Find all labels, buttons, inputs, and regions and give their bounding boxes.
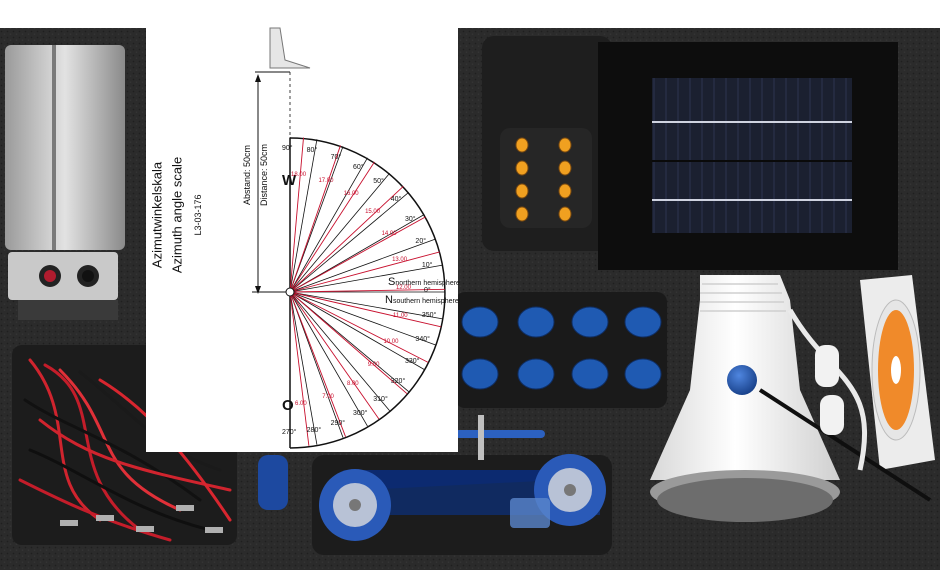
red-ray [289, 288, 445, 293]
black-ray [289, 291, 318, 445]
black-ray [289, 291, 344, 438]
black-tick-label: 350° [421, 311, 437, 319]
measuring-box [5, 45, 125, 320]
black-ray [289, 291, 436, 346]
blue-caps [461, 306, 662, 390]
black-tick-label: 90° [282, 145, 293, 152]
black-ray [289, 291, 425, 370]
black-ray [289, 291, 390, 411]
black-ray [289, 291, 443, 320]
black-ray [289, 157, 368, 293]
black-tick-label: 20° [415, 238, 427, 246]
red-tick-label: 10.00 [383, 339, 399, 346]
black-tick-label: 50° [373, 178, 384, 186]
red-ray [289, 291, 408, 395]
red-tick-label: 7.00 [322, 394, 334, 401]
red-ray [289, 216, 426, 293]
black-ray [289, 192, 409, 293]
black-tick-label: 60° [353, 164, 364, 172]
red-ray [289, 291, 310, 446]
red-ray [289, 161, 375, 293]
red-tick-label: 16.00 [343, 190, 359, 197]
black-ray [289, 264, 443, 293]
red-tick-label: 18.00 [291, 172, 307, 179]
plug-tips [60, 505, 223, 533]
solar-car [319, 454, 606, 541]
red-tick-label: 12.00 [395, 284, 411, 291]
black-tick-label: 300° [353, 409, 368, 417]
red-tick-label: 14.00 [381, 231, 397, 238]
black-tick-label: 290° [330, 420, 346, 428]
black-tick-label: 320° [390, 378, 406, 386]
black-tick-label: 10° [421, 262, 433, 270]
red-tick-label: 6.00 [295, 401, 307, 408]
black-ray [289, 291, 368, 427]
red-tick-label: 9.00 [367, 362, 380, 369]
solar-panel [598, 42, 898, 270]
red-ray [289, 145, 341, 293]
west-label: W [282, 172, 297, 189]
black-tick-label: 270° [282, 429, 297, 436]
black-ray [289, 238, 436, 293]
northern-hemisphere-text: northern hemisphere [395, 280, 460, 287]
black-tick-label: 70° [330, 153, 342, 161]
azimuth-rays [289, 137, 445, 447]
black-tick-label: 80° [306, 147, 318, 155]
black-tick-label: 30° [404, 216, 416, 223]
red-ray [289, 185, 404, 293]
black-ray [289, 146, 344, 293]
red-tick-label: 8.00 [346, 381, 359, 388]
black-tick-label: 330° [404, 358, 420, 365]
southern-hemisphere-label: Nsouthern hemisphere [385, 294, 459, 306]
azimuth-scale-card [146, 27, 458, 452]
black-tick-label: 310° [373, 395, 388, 403]
red-ray [289, 291, 346, 437]
black-ray [289, 291, 409, 392]
black-ray [289, 173, 390, 293]
red-ray [289, 137, 304, 293]
red-tick-label: 15.00 [365, 208, 381, 215]
black-tick-label: 40° [390, 195, 402, 203]
red-tick-label: 11.00 [393, 312, 408, 319]
test-leads [18, 358, 232, 542]
southern-hemisphere-text: southern hemisphere [392, 298, 459, 305]
halogen-lamp [650, 275, 932, 522]
red-ray [289, 251, 440, 293]
black-tick-label: 280° [306, 426, 322, 434]
red-ray [289, 291, 429, 363]
red-ray [289, 291, 442, 328]
northern-hemisphere-letter: S [388, 276, 396, 288]
red-tick-label: 17.00 [318, 178, 334, 185]
cd-disc [860, 275, 935, 470]
southern-hemisphere-letter: N [385, 294, 393, 306]
black-tick-label: 0° [424, 287, 431, 294]
black-tick-label: 340° [415, 335, 430, 343]
east-label: O [282, 397, 294, 414]
small-bulbs [500, 128, 592, 228]
red-ray [289, 291, 380, 420]
northern-hemisphere-label: Snorthern hemisphere [388, 276, 460, 288]
probe-rod [258, 415, 545, 510]
black-ray [289, 214, 425, 293]
red-tick-label: 13.00 [392, 257, 408, 264]
black-ray [289, 139, 318, 293]
